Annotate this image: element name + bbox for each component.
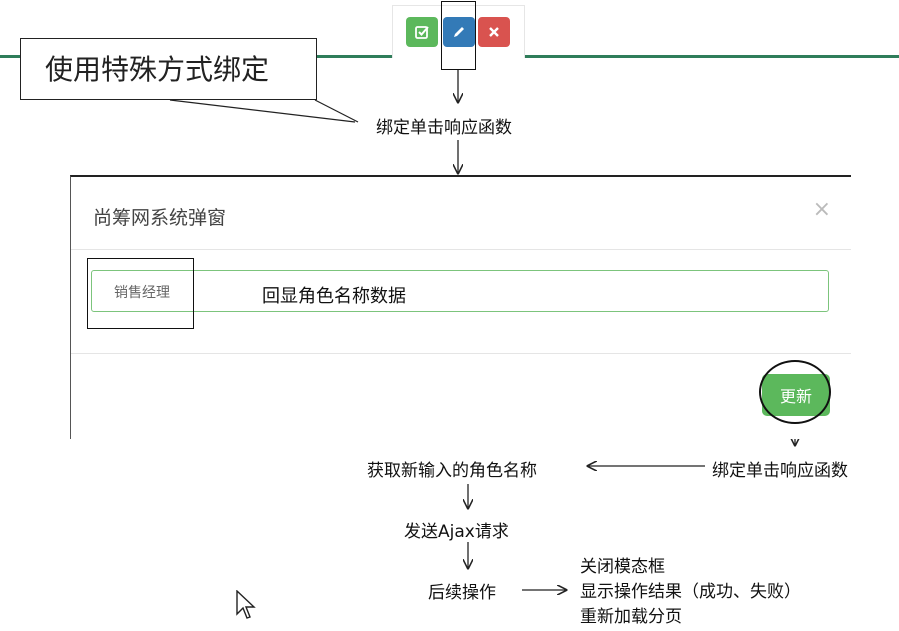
check-button[interactable] (406, 17, 438, 47)
cursor-icon (236, 590, 256, 619)
get-new-name-label: 获取新输入的角色名称 (367, 461, 537, 481)
modal-header-divider (71, 249, 851, 250)
modal-footer-divider (71, 353, 851, 354)
modal-title: 尚筹网系统弹窗 (93, 207, 227, 229)
update-button-highlight (759, 360, 831, 424)
step-close-label: 关闭模态框 (580, 557, 665, 577)
pencil-icon (454, 27, 464, 37)
edit-button-highlight (441, 1, 476, 70)
edit-button[interactable] (443, 17, 475, 47)
send-ajax-label: 发送Ajax请求 (404, 522, 509, 542)
echo-role-label: 回显角色名称数据 (262, 286, 406, 307)
role-name-input[interactable]: 销售经理 (91, 270, 829, 312)
modal-dialog: 尚筹网系统弹窗 × 销售经理 更新 (70, 175, 851, 439)
step-show-label: 显示操作结果（成功、失败） (580, 582, 801, 602)
step-reload-label: 重新加载分页 (580, 607, 682, 627)
bind-click-label-top: 绑定单击响应函数 (376, 118, 512, 138)
times-icon (489, 27, 499, 37)
role-name-value: 销售经理 (114, 285, 170, 301)
callout-text: 使用特殊方式绑定 (45, 53, 270, 86)
close-icon[interactable]: × (812, 197, 831, 222)
remove-button[interactable] (478, 17, 510, 47)
role-value-highlight (87, 258, 194, 329)
followup-label: 后续操作 (428, 583, 496, 603)
green-rule-right (523, 55, 899, 58)
bind-click-label-bottom: 绑定单击响应函数 (712, 461, 848, 481)
callout-box: 使用特殊方式绑定 (20, 38, 317, 100)
check-square-icon (415, 26, 429, 39)
